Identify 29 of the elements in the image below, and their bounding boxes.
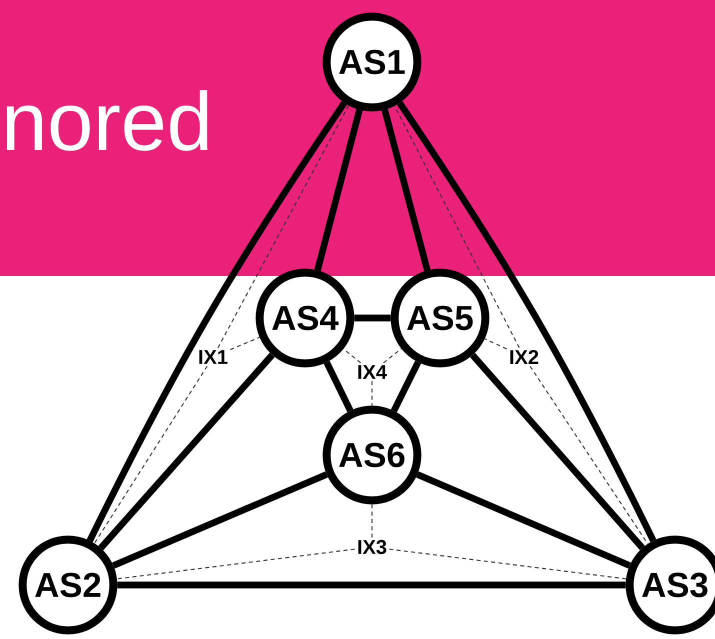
link-line (381, 108, 431, 272)
link-line (117, 582, 626, 588)
dashed-link (217, 105, 350, 348)
dashed-link (530, 366, 648, 544)
dashed-link (116, 548, 355, 580)
link-line (112, 471, 328, 569)
link-line (324, 360, 354, 412)
dashed-link (371, 504, 373, 538)
dashed-link (371, 381, 373, 406)
link-line (98, 352, 275, 550)
link-line (354, 314, 391, 322)
dashed-link (484, 338, 507, 350)
dashed-link (94, 366, 208, 544)
node-label: IX1 (199, 350, 228, 364)
dashed-link (343, 348, 361, 364)
node-label: IX3 (358, 540, 386, 554)
dashed-link (394, 106, 520, 348)
dashed-link (383, 348, 402, 364)
node-label: IX4 (358, 365, 387, 379)
link-line (390, 360, 422, 412)
link-line (86, 100, 348, 542)
dashed-link (230, 336, 260, 350)
dashed-link (389, 548, 626, 580)
link-line (396, 101, 656, 542)
link-line (314, 108, 363, 272)
heading-text: nored (6, 90, 208, 151)
link-line (416, 471, 631, 569)
link-line (470, 352, 645, 550)
node-label: IX2 (510, 350, 538, 364)
